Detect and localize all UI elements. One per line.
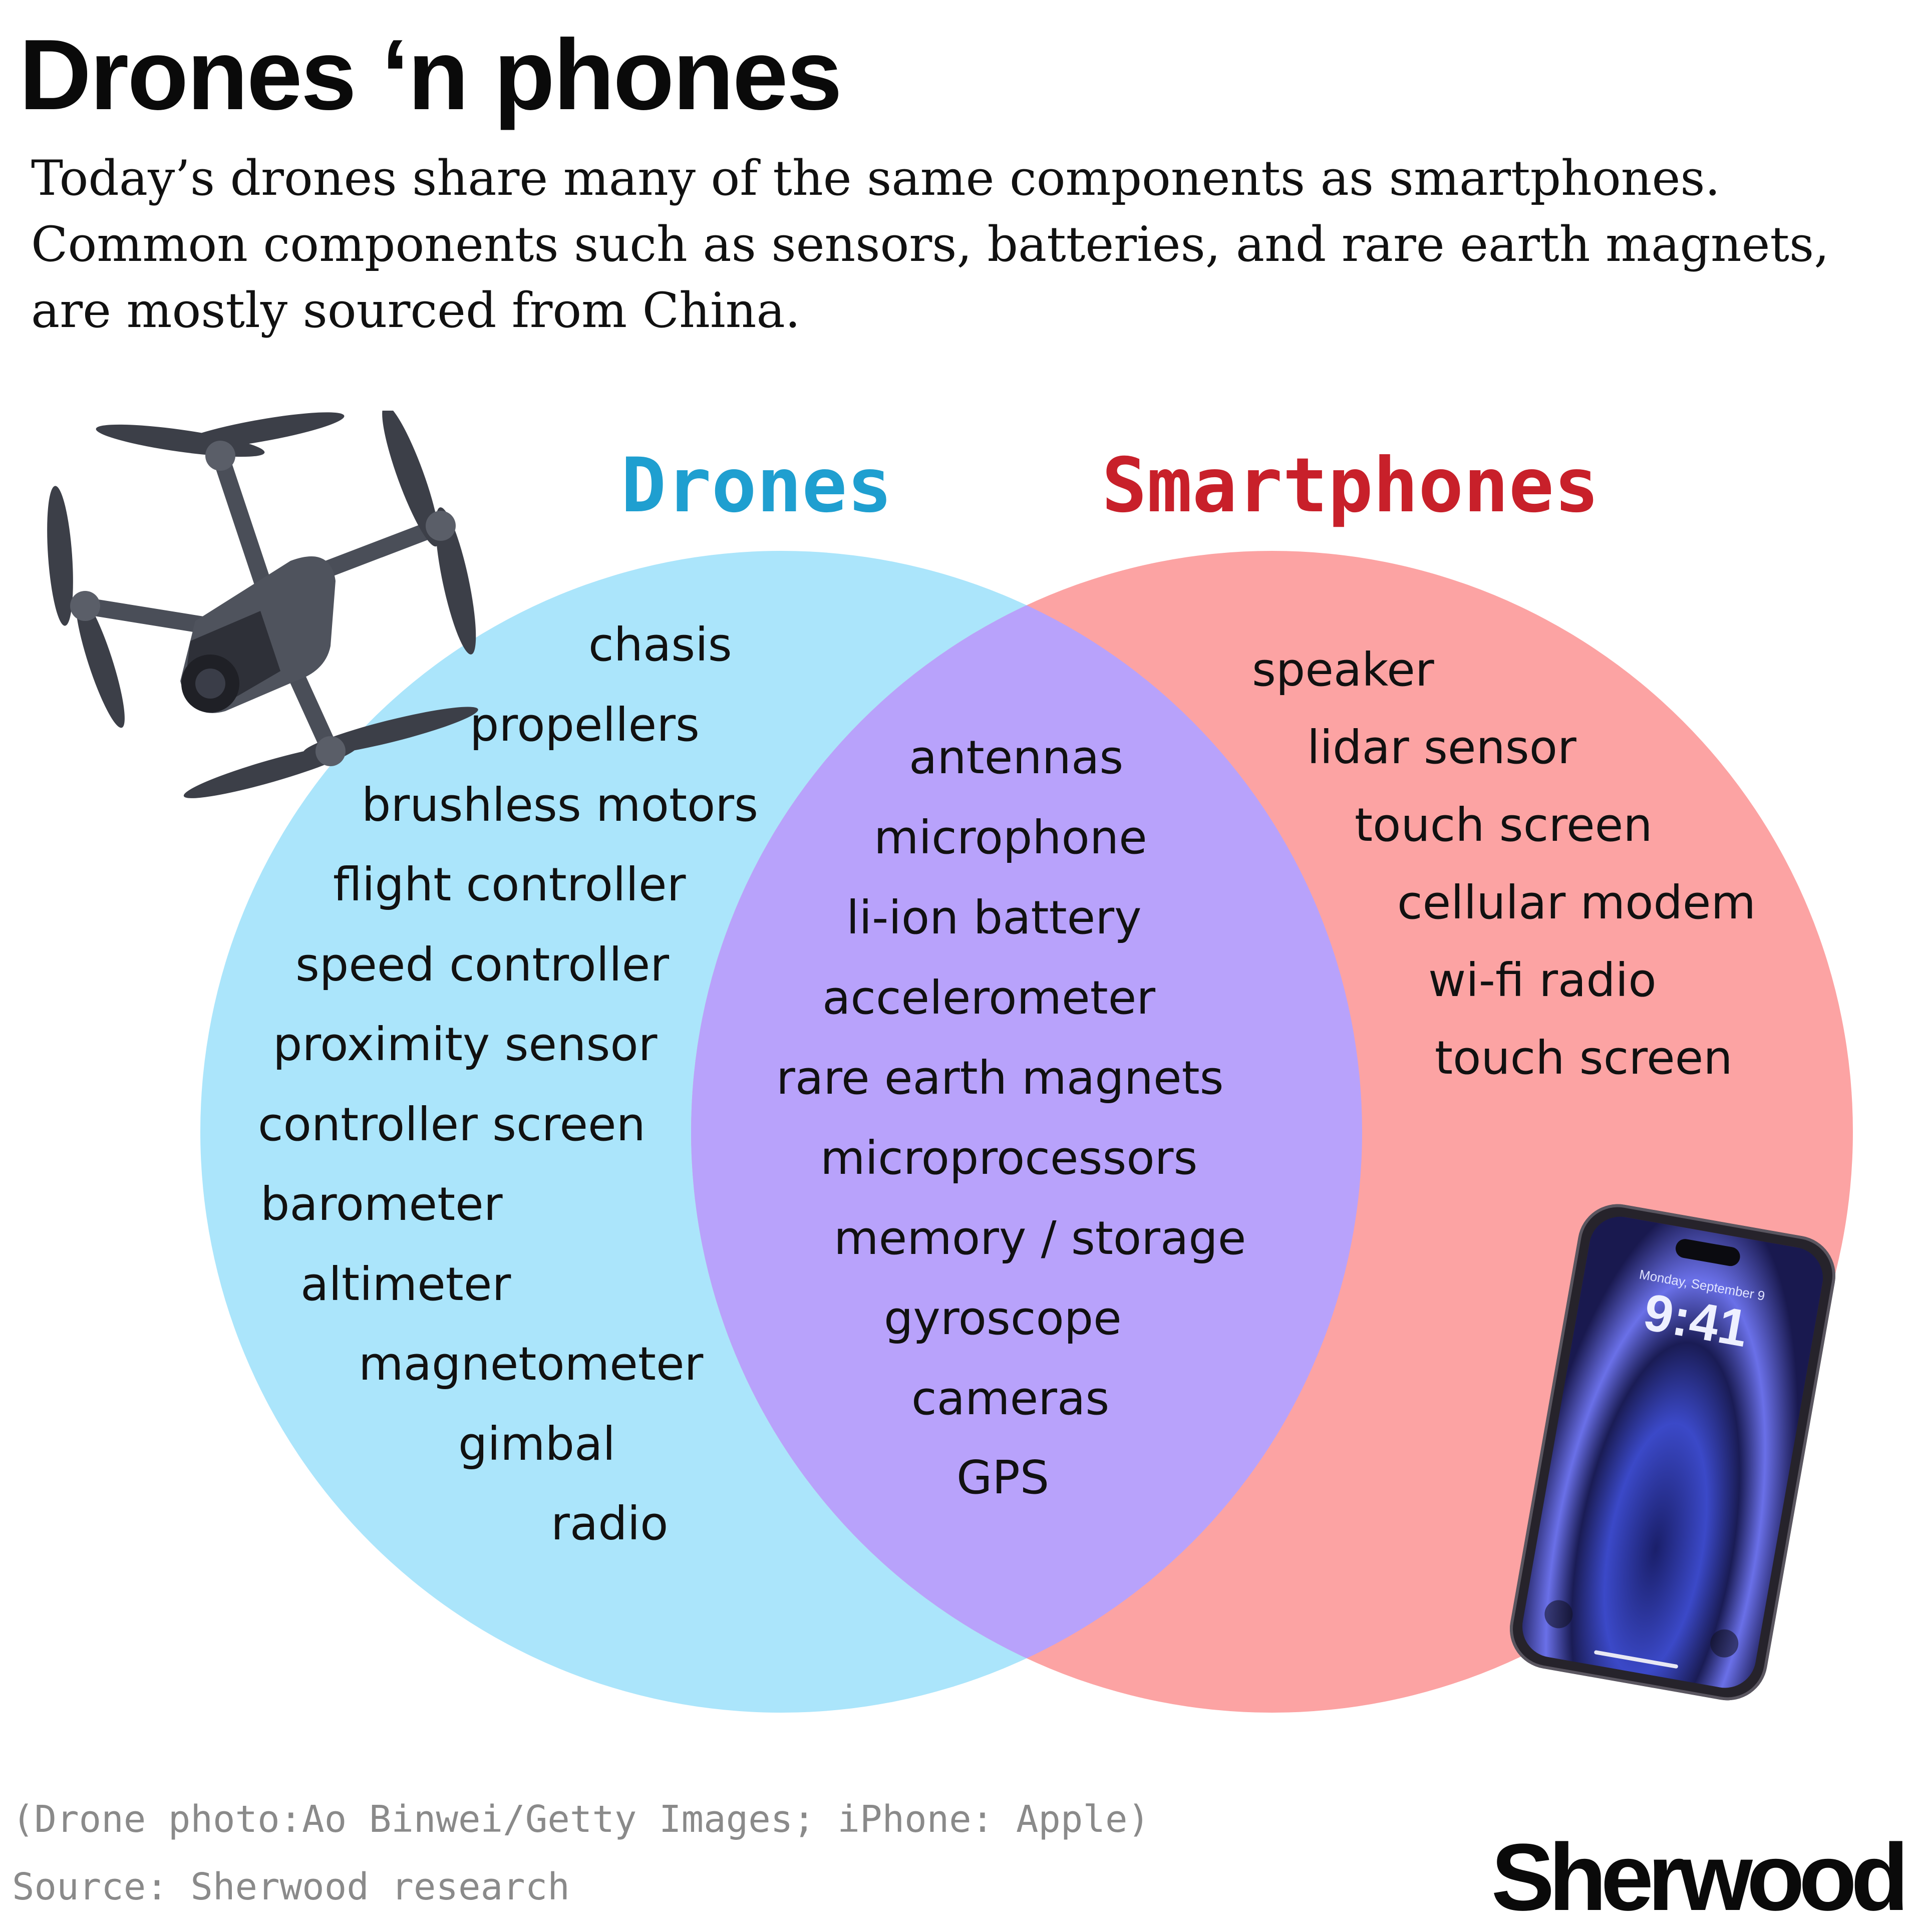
home-indicator — [1593, 1650, 1679, 1669]
list-item: speed controller — [295, 938, 670, 992]
drone-photo — [47, 411, 478, 798]
list-item: GPS — [956, 1451, 1050, 1504]
list-item: controller screen — [258, 1098, 646, 1151]
list-item: lidar sensor — [1307, 721, 1576, 774]
camera-icon — [1708, 1627, 1741, 1660]
list-item: gimbal — [458, 1417, 615, 1471]
flashlight-icon — [1542, 1597, 1575, 1631]
list-item: propellers — [470, 698, 700, 752]
list-item: touch screen — [1435, 1031, 1733, 1085]
chart-title: Drones ‘n phones — [19, 19, 842, 131]
list-item: memory / storage — [834, 1211, 1246, 1265]
list-item: magnetometer — [359, 1337, 704, 1391]
list-item: rare earth magnets — [776, 1051, 1224, 1105]
chart-subtitle: Today’s drones share many of the same co… — [31, 150, 1829, 339]
smartphones-set-label: Smartphones — [1102, 442, 1599, 529]
list-item: altimeter — [300, 1257, 511, 1311]
list-item: cameras — [911, 1372, 1110, 1425]
list-item: touch screen — [1355, 798, 1653, 852]
list-item: barometer — [260, 1177, 503, 1231]
list-item: proximity sensor — [273, 1018, 658, 1071]
drones-set-label: Drones — [621, 442, 892, 529]
list-item: radio — [551, 1497, 669, 1550]
list-item: accelerometer — [822, 971, 1156, 1025]
photo-credit: (Drone photo:Ao Binwei/Getty Images; iPh… — [12, 1798, 1150, 1841]
source-note: Source: Sherwood research — [12, 1865, 570, 1908]
dynamic-island — [1674, 1237, 1742, 1268]
list-item: cellular modem — [1397, 876, 1756, 929]
overlap-region — [691, 551, 1362, 1713]
list-item: microphone — [874, 811, 1147, 864]
list-item: brushless motors — [362, 778, 759, 832]
list-item: wi-fi radio — [1428, 953, 1657, 1007]
list-item: chasis — [588, 618, 732, 672]
list-item: antennas — [909, 731, 1124, 784]
list-item: flight controller — [333, 858, 686, 911]
list-item: li-ion battery — [846, 891, 1142, 944]
brand-logo: Sherwood — [1491, 1824, 1909, 1930]
list-item: gyroscope — [884, 1292, 1122, 1345]
list-item: speaker — [1252, 643, 1434, 697]
list-item: microprocessors — [820, 1131, 1198, 1185]
